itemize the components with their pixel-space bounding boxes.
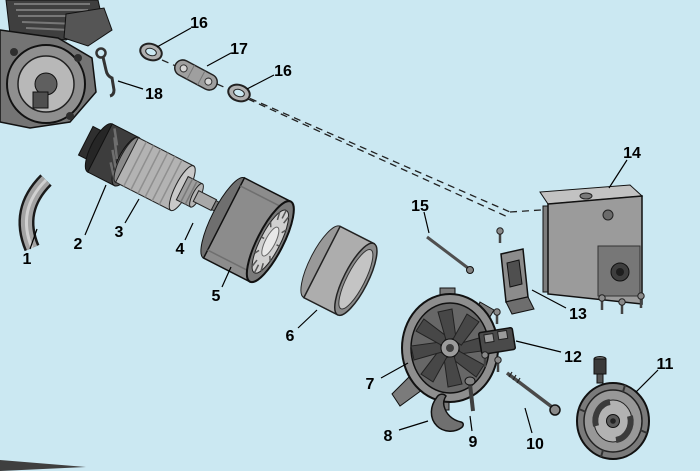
callout-6: 6 (286, 328, 295, 345)
callout-8: 8 (384, 428, 393, 445)
callout-9: 9 (469, 434, 478, 451)
leader-6 (297, 309, 318, 329)
leader-12 (515, 340, 562, 353)
part-5-stator-core (200, 176, 295, 284)
callout-5: 5 (212, 288, 221, 305)
callout-17: 17 (230, 41, 248, 58)
part-17-link-strap (174, 59, 218, 91)
callout-15: 15 (411, 198, 429, 215)
part-1-curved-segment (18, 174, 52, 252)
callout-3: 3 (115, 224, 124, 241)
leader-4 (184, 222, 194, 241)
callout-14: 14 (623, 145, 641, 162)
leader-14 (608, 159, 628, 189)
leader-16-a (156, 27, 192, 48)
part-14-control-box (539, 184, 646, 316)
part-15-tie-rod (426, 235, 474, 274)
leader-10 (524, 407, 533, 434)
leader-11 (635, 369, 659, 393)
part-6-stator-band (300, 225, 378, 317)
callout-10: 10 (526, 436, 544, 453)
part-11-end-cover-pulley (576, 356, 650, 460)
leader-17 (206, 52, 232, 67)
leader-3 (124, 198, 140, 224)
part-18-wire-clip (95, 47, 116, 98)
part-13-mounting-bracket (495, 226, 535, 315)
leader-15 (423, 211, 430, 234)
callout-4: 4 (176, 241, 185, 258)
callout-12: 12 (564, 349, 582, 366)
callout-16-b: 16 (274, 63, 292, 80)
part-16-clamp-a (139, 42, 163, 62)
part-9-bolt (464, 376, 476, 412)
callout-7: 7 (366, 376, 375, 393)
stator-lamination-ticks (251, 210, 290, 274)
part-8-air-guide (430, 393, 464, 432)
leader-1 (29, 228, 38, 250)
part-11-stem (593, 356, 607, 384)
callout-11: 11 (657, 356, 674, 373)
leader-7 (380, 362, 409, 379)
callout-numbers: 16 17 16 18 14 15 13 12 11 10 9 8 7 6 5 … (23, 15, 674, 453)
leader-18 (117, 80, 144, 90)
leader-9 (469, 415, 473, 432)
leader-13 (531, 289, 567, 309)
part-3-rotor-armature (113, 136, 204, 212)
cropped-part-edge (0, 460, 86, 471)
callout-1: 1 (23, 251, 32, 268)
part-7-end-bracket-fan (391, 287, 499, 411)
leader-5 (221, 266, 232, 288)
callout-13: 13 (569, 306, 587, 323)
assembly-axis-lines (161, 59, 542, 219)
engine-assembly (0, 0, 113, 129)
callout-2: 2 (74, 236, 83, 253)
leader-2 (84, 184, 107, 236)
leader-16-b (246, 74, 275, 90)
part-16-clamp-b (227, 83, 251, 103)
leader-lines (29, 27, 659, 434)
part-12-terminal-block (478, 307, 516, 374)
callout-18: 18 (145, 86, 163, 103)
part-10-through-bolt (505, 371, 561, 416)
callout-16-a: 16 (190, 15, 208, 32)
leader-8 (398, 420, 429, 431)
